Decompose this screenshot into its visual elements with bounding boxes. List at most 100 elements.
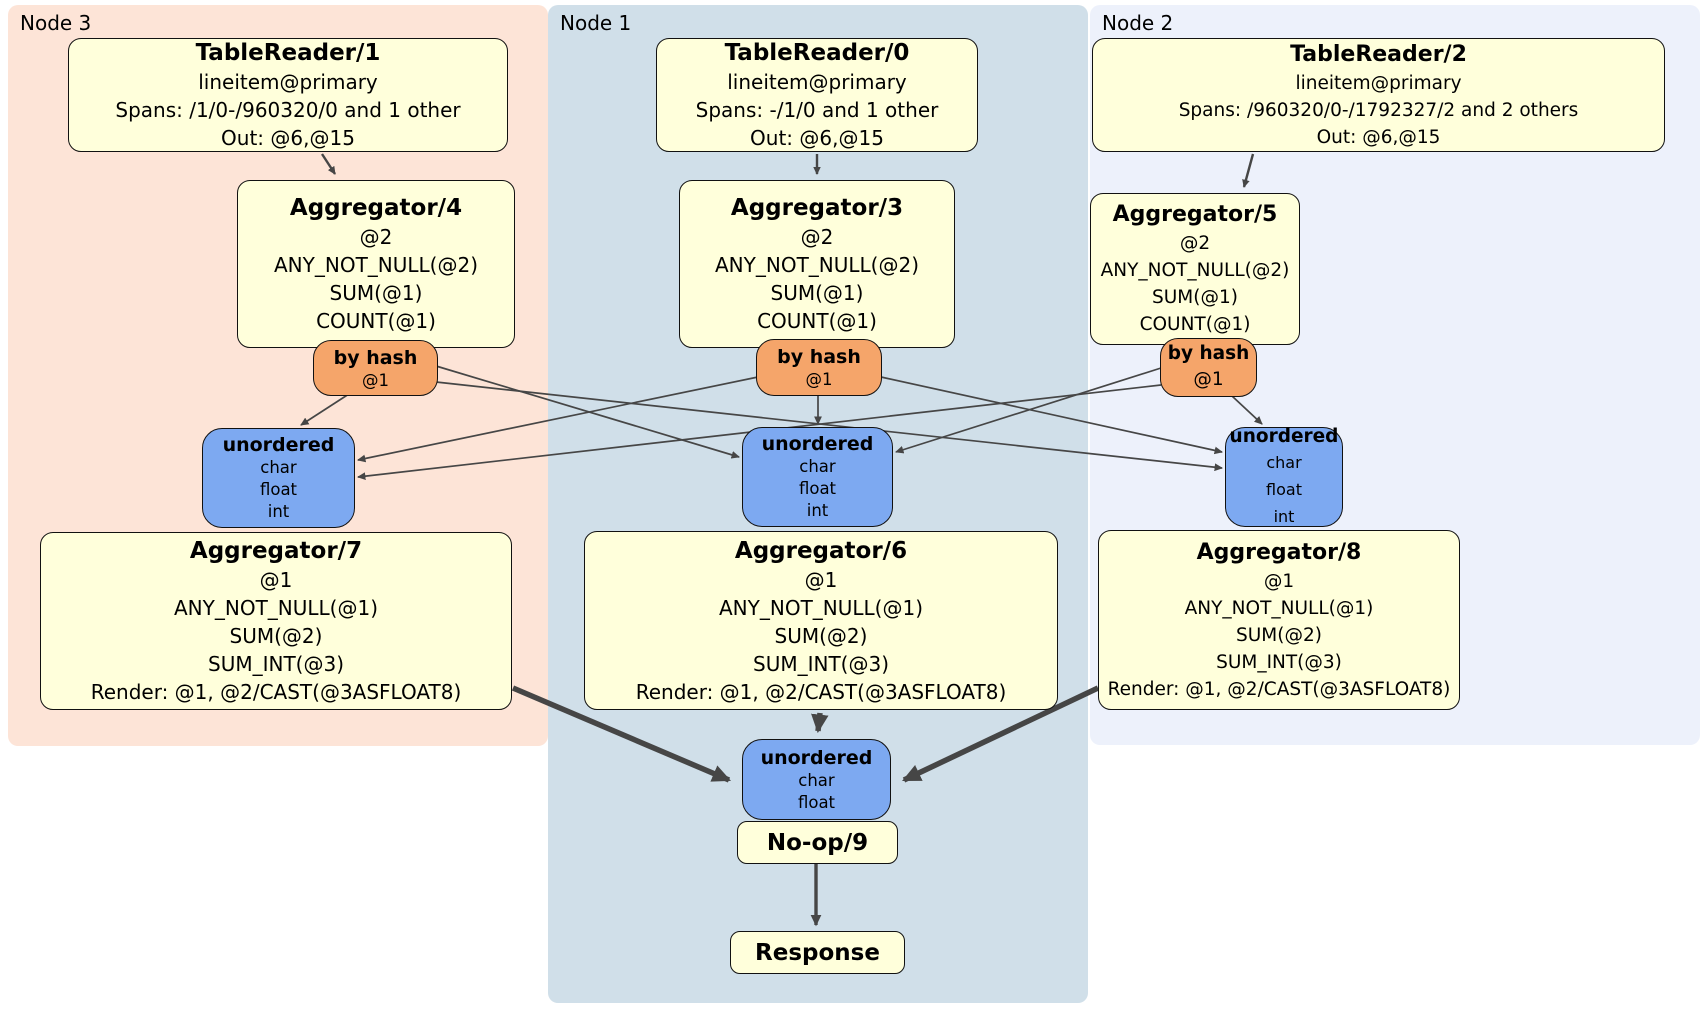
box-title: Response — [755, 939, 880, 966]
box-title: by hash — [777, 346, 861, 368]
box-line: float — [797, 792, 836, 812]
box-title: TableReader/2 — [1290, 41, 1467, 67]
box-line: Out: @6,@15 — [750, 126, 884, 150]
by-hash-router-node1: by hash @1 — [756, 339, 882, 396]
edge-byhash3-to-sync1 — [435, 365, 740, 459]
box-title: TableReader/1 — [195, 40, 381, 66]
box-line: ANY_NOT_NULL(@1) — [1184, 597, 1374, 619]
edge-byhash2-to-sync2 — [1231, 395, 1263, 425]
box-title: unordered — [760, 746, 873, 769]
edge-tr1-to-agg4 — [320, 153, 337, 175]
box-line: char — [799, 457, 836, 476]
aggregator-to-merge-edges — [511, 685, 1100, 783]
box-line: @1 — [804, 567, 838, 592]
box-line: Spans: /960320/0-/1792327/2 and 2 others — [1178, 99, 1579, 121]
box-line: @1 — [805, 370, 833, 389]
box-line: char — [1266, 452, 1302, 472]
box-line: @2 — [800, 225, 834, 249]
box-line: SUM(@1) — [329, 281, 423, 305]
tablereader-to-aggregator-edges — [320, 153, 1255, 188]
response-box: Response — [730, 931, 905, 974]
box-line: SUM(@2) — [774, 623, 868, 648]
box-title: unordered — [1229, 425, 1339, 447]
box-title: No-op/9 — [766, 829, 869, 856]
box-title: Aggregator/4 — [289, 195, 463, 221]
box-title: Aggregator/6 — [734, 537, 908, 564]
box-line: @2 — [1179, 233, 1211, 254]
edge-byhash2-to-sync1 — [895, 367, 1162, 454]
box-line: COUNT(@1) — [757, 309, 877, 333]
edge-tr2-to-agg5 — [1242, 153, 1255, 188]
box-body: char float int — [203, 457, 354, 523]
edge-byhash3-to-sync2 — [435, 381, 1224, 472]
box-line: int — [1273, 506, 1295, 526]
box-line: Spans: /1/0-/960320/0 and 1 other — [115, 98, 461, 122]
box-line: SUM(@1) — [770, 281, 864, 305]
box-body: @1 — [1161, 366, 1256, 393]
edge-agg7-to-merge — [511, 685, 732, 783]
box-line: int — [806, 501, 829, 520]
box-line: float — [259, 480, 298, 499]
unordered-sync-node1: unordered char float int — [742, 427, 893, 527]
box-line: ANY_NOT_NULL(@1) — [174, 596, 378, 620]
box-title: unordered — [761, 433, 874, 455]
box-line: COUNT(@1) — [1139, 314, 1251, 335]
box-line: @1 — [1263, 570, 1295, 592]
box-line: @2 — [359, 225, 393, 249]
box-line: SUM(@1) — [1152, 287, 1238, 308]
box-line: SUM(@2) — [1236, 624, 1322, 646]
box-line: @1 — [362, 370, 389, 390]
node2-label: Node 2 — [1102, 11, 1174, 35]
by-hash-router-node3: by hash @1 — [313, 340, 438, 396]
box-body: @1 — [757, 369, 881, 390]
box-title: by hash — [333, 346, 418, 369]
box-line: float — [798, 479, 837, 498]
box-title: Aggregator/5 — [1112, 202, 1278, 227]
box-title: TableReader/0 — [724, 40, 910, 66]
box-line: lineitem@primary — [198, 70, 378, 94]
by-hash-router-node2: by hash @1 — [1160, 338, 1257, 397]
box-line: Render: @1, @2/CAST(@3ASFLOAT8) — [635, 679, 1007, 704]
box-line: @1 — [1193, 369, 1224, 390]
noop-9-box: No-op/9 — [737, 821, 898, 864]
box-line: COUNT(@1) — [316, 309, 436, 333]
edge-byhash1-to-sync2 — [880, 376, 1223, 455]
box-title: unordered — [222, 434, 335, 456]
box-line: int — [267, 502, 290, 521]
box-title: Aggregator/8 — [1196, 539, 1362, 565]
box-line: @1 — [259, 568, 293, 592]
box-line: ANY_NOT_NULL(@2) — [1100, 260, 1290, 281]
box-line: ANY_NOT_NULL(@2) — [274, 253, 478, 277]
box-body: char float int — [743, 456, 892, 522]
box-line: SUM(@2) — [229, 624, 323, 648]
box-title: Aggregator/3 — [730, 195, 904, 221]
box-line: char — [260, 458, 297, 477]
box-line: ANY_NOT_NULL(@2) — [715, 253, 919, 277]
box-body: @1 — [314, 370, 437, 391]
box-line: SUM_INT(@3) — [208, 652, 344, 676]
box-line: SUM_INT(@3) — [753, 651, 889, 676]
box-title: Aggregator/7 — [189, 538, 363, 564]
edge-agg6-to-merge — [811, 712, 829, 734]
edge-byhash3-to-sync3 — [300, 391, 353, 426]
box-line: Render: @1, @2/CAST(@3ASFLOAT8) — [90, 680, 462, 704]
